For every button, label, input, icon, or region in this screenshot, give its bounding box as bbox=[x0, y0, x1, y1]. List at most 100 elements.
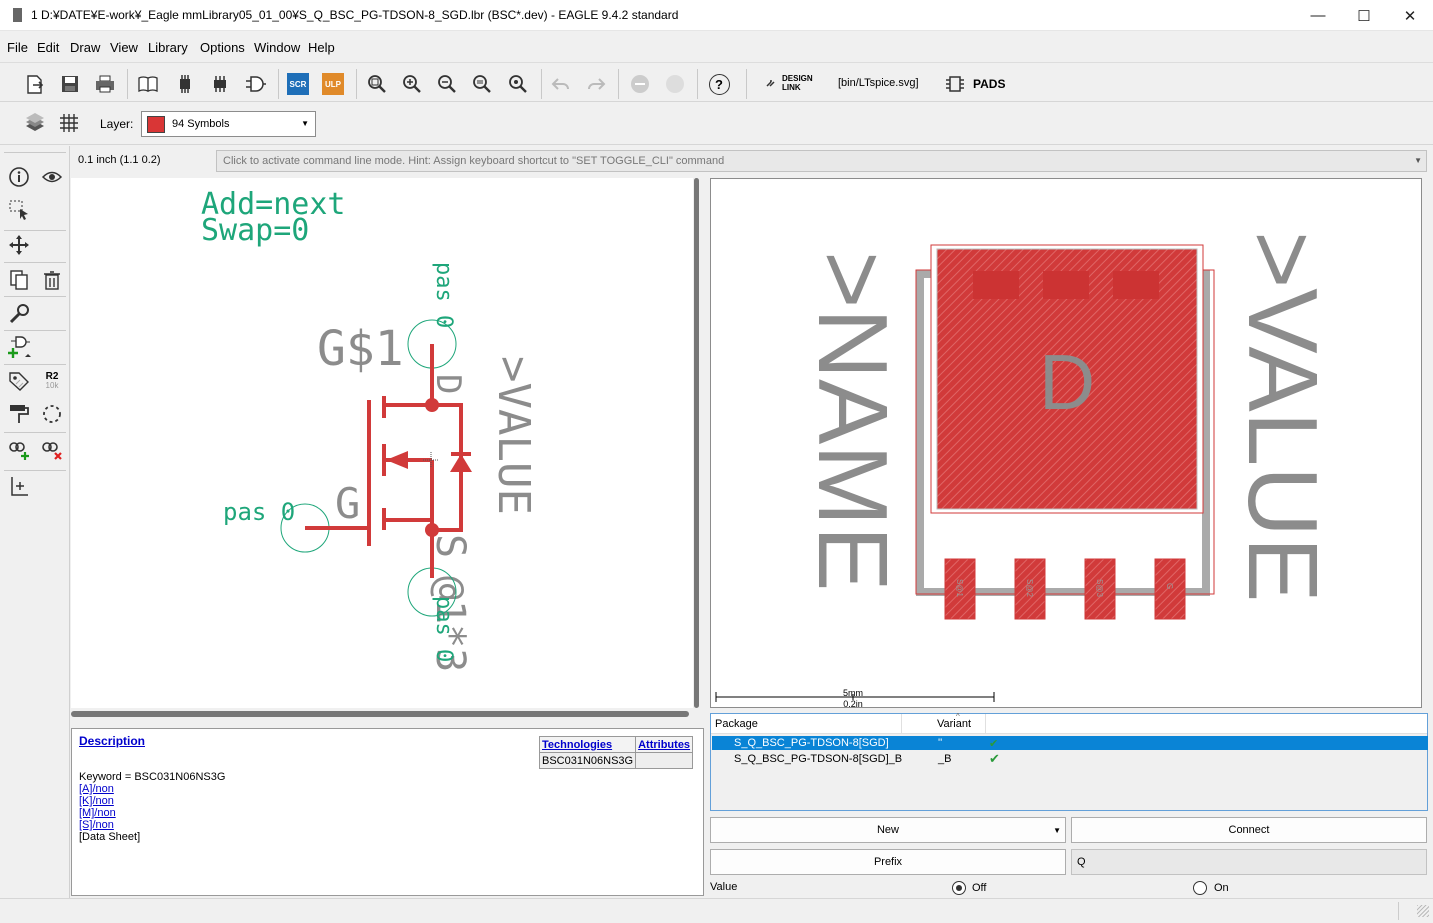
command-line-input[interactable]: Click to activate command line mode. Hin… bbox=[216, 150, 1427, 172]
layers-icon[interactable] bbox=[22, 110, 48, 136]
info-icon[interactable] bbox=[6, 164, 32, 190]
save-icon[interactable] bbox=[57, 71, 83, 97]
maximize-button[interactable]: ☐ bbox=[1357, 7, 1371, 25]
stop-icon[interactable] bbox=[627, 71, 653, 97]
value-icon-label: R2 bbox=[45, 371, 59, 382]
scrollbar-thumb[interactable] bbox=[71, 711, 689, 717]
attributes-link[interactable]: Attributes bbox=[638, 738, 691, 751]
print-icon[interactable] bbox=[92, 71, 118, 97]
package-chip-icon[interactable] bbox=[207, 71, 233, 97]
value-on-radio[interactable] bbox=[1193, 881, 1207, 895]
command-line-hint: Click to activate command line mode. Hin… bbox=[223, 155, 725, 167]
menu-file[interactable]: File bbox=[7, 40, 28, 55]
library-book-icon[interactable] bbox=[135, 71, 161, 97]
app-icon bbox=[13, 8, 22, 22]
group-select-icon[interactable] bbox=[6, 197, 32, 223]
pads-button[interactable]: PADS bbox=[945, 74, 1015, 96]
variant-row[interactable]: S_Q_BSC_PG-TDSON-8[SGD]_B _B ✔ bbox=[712, 751, 1428, 766]
delete-icon[interactable] bbox=[39, 267, 65, 293]
variant-row-selected[interactable]: S_Q_BSC_PG-TDSON-8[SGD] '' ✔ bbox=[712, 736, 1428, 750]
description-link[interactable]: Description bbox=[79, 734, 146, 748]
toolbar-separator bbox=[278, 69, 279, 99]
description-link-s[interactable]: [S]/non bbox=[79, 819, 114, 831]
technology-cell[interactable]: BSC031N06NS3G bbox=[538, 752, 637, 769]
smash-icon[interactable] bbox=[39, 401, 65, 427]
value-label: Value bbox=[710, 881, 738, 893]
check-icon: ✔ bbox=[989, 751, 1000, 766]
close-button[interactable]: ✕ bbox=[1403, 7, 1417, 25]
gate-name-text: G$1 bbox=[317, 321, 404, 377]
menu-window[interactable]: Window bbox=[254, 40, 301, 55]
name-tag-icon[interactable] bbox=[6, 368, 32, 394]
left-toolbar: R2 10k bbox=[0, 146, 70, 898]
variant-list[interactable]: Package Variant ^ S_Q_BSC_PG-TDSON-8[SGD… bbox=[710, 712, 1428, 811]
zoom-fit-icon[interactable] bbox=[364, 71, 390, 97]
technologies-table: Technologies Attributes BSC031N06NS3G bbox=[538, 736, 694, 769]
column-divider bbox=[901, 714, 902, 734]
mosfet-symbol bbox=[305, 344, 471, 578]
change-wrench-icon[interactable] bbox=[6, 301, 32, 327]
move-icon[interactable] bbox=[6, 232, 32, 258]
connect-button[interactable]: Connect bbox=[1071, 817, 1427, 843]
value-icon[interactable]: R2 10k bbox=[39, 368, 65, 394]
undo-icon[interactable] bbox=[548, 71, 574, 97]
status-divider bbox=[1398, 902, 1399, 920]
go-icon[interactable] bbox=[662, 71, 688, 97]
menu-draw[interactable]: Draw bbox=[70, 40, 101, 55]
attribute-cell bbox=[635, 752, 694, 769]
symbol-vertical-scrollbar[interactable] bbox=[693, 178, 702, 708]
grid-icon[interactable] bbox=[56, 110, 82, 136]
technologies-link[interactable]: Technologies bbox=[542, 738, 613, 751]
toolbar-separator bbox=[541, 69, 542, 99]
layer-label: Layer: bbox=[100, 117, 134, 131]
design-link-button[interactable]: DESIGN LINK bbox=[766, 74, 818, 94]
zoom-redraw-icon[interactable] bbox=[469, 71, 495, 97]
menu-help[interactable]: Help bbox=[308, 40, 335, 55]
toolbar-separator bbox=[4, 432, 66, 433]
minimize-button[interactable]: — bbox=[1310, 7, 1326, 24]
copy-icon[interactable] bbox=[6, 267, 32, 293]
zoom-select-icon[interactable] bbox=[505, 71, 531, 97]
resize-grip-icon[interactable] bbox=[1417, 905, 1429, 917]
description-link-a[interactable]: [A]/non bbox=[79, 783, 114, 795]
help-button[interactable]: ? bbox=[706, 71, 732, 97]
layer-select[interactable]: 94 Symbols ▼ bbox=[141, 111, 316, 137]
add-mode-text: Add=next bbox=[201, 187, 346, 222]
connect-add-icon[interactable] bbox=[6, 437, 32, 463]
prefix-value-field[interactable]: Q bbox=[1071, 849, 1427, 875]
menu-edit[interactable]: Edit bbox=[37, 40, 60, 55]
new-button[interactable]: New ▼ bbox=[710, 817, 1066, 843]
toolbar-separator bbox=[4, 296, 66, 297]
add-part-icon[interactable] bbox=[6, 334, 32, 360]
ulp-button[interactable]: ULP bbox=[320, 71, 346, 97]
description-link-m[interactable]: [M]/non bbox=[79, 807, 116, 819]
value-off-label: Off bbox=[972, 882, 987, 894]
value-off-radio[interactable] bbox=[952, 881, 966, 895]
mark-origin-icon[interactable] bbox=[6, 473, 32, 499]
description-link-k[interactable]: [K]/non bbox=[79, 795, 114, 807]
symbol-canvas[interactable]: Add=next Swap=0 G$1 D G S @1*3 >VALUE pa… bbox=[71, 178, 693, 708]
redo-icon[interactable] bbox=[583, 71, 609, 97]
menu-bar: File Edit Draw View Library Options Wind… bbox=[0, 32, 1433, 61]
column-variant[interactable]: Variant bbox=[937, 718, 972, 730]
symbol-gate-icon[interactable] bbox=[243, 71, 269, 97]
column-package[interactable]: Package bbox=[715, 718, 758, 730]
menu-library[interactable]: Library bbox=[148, 40, 188, 55]
show-eye-icon[interactable] bbox=[39, 164, 65, 190]
connect-remove-icon[interactable] bbox=[39, 437, 65, 463]
gate-suffix-text: @1*3 bbox=[427, 576, 473, 672]
menu-options[interactable]: Options bbox=[200, 40, 245, 55]
board-chip-icon[interactable] bbox=[172, 71, 198, 97]
prefix-button[interactable]: Prefix bbox=[710, 849, 1066, 875]
toolbar-separator bbox=[4, 262, 66, 263]
symbol-horizontal-scrollbar[interactable] bbox=[71, 709, 702, 719]
pad-s1 bbox=[944, 558, 976, 620]
ltspice-button[interactable]: [bin/LTspice.svg] bbox=[838, 77, 919, 89]
scrollbar-thumb[interactable] bbox=[694, 178, 699, 708]
paint-roller-icon[interactable] bbox=[6, 401, 32, 427]
open-icon[interactable] bbox=[22, 71, 48, 97]
zoom-in-icon[interactable] bbox=[399, 71, 425, 97]
zoom-out-icon[interactable] bbox=[434, 71, 460, 97]
menu-view[interactable]: View bbox=[110, 40, 138, 55]
script-button[interactable]: SCR bbox=[285, 71, 311, 97]
